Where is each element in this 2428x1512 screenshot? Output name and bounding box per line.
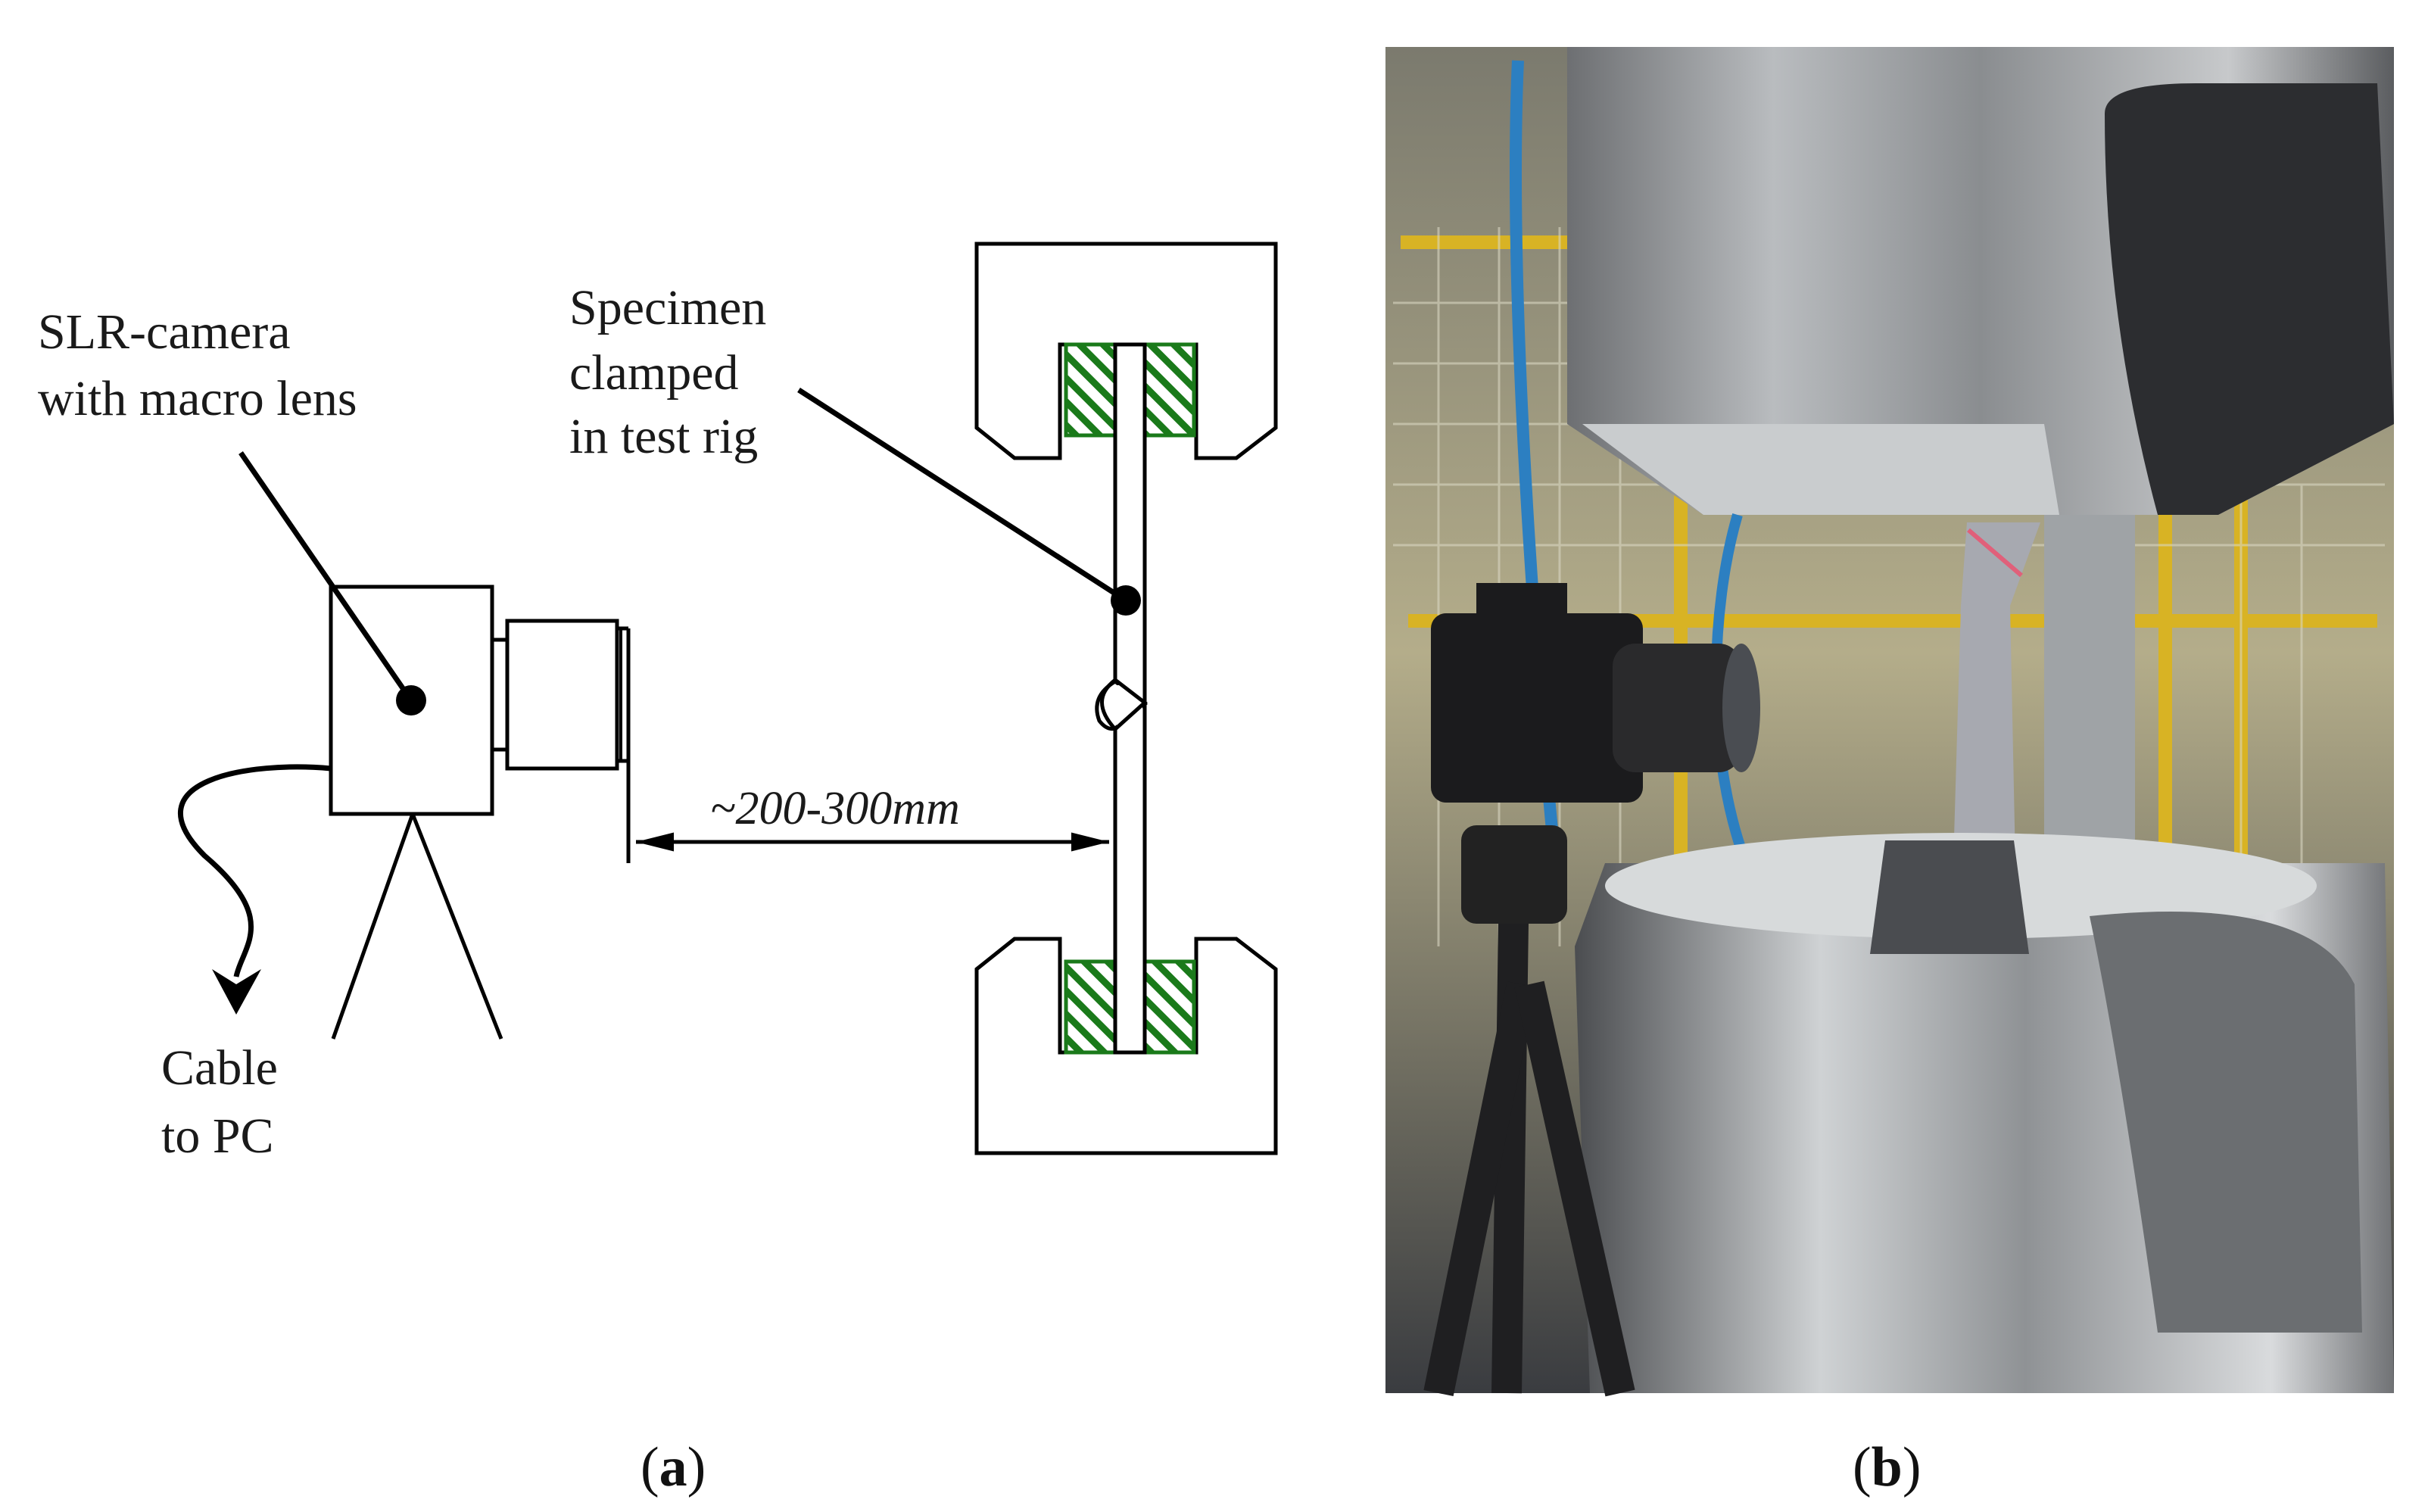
specimen-photo [1953,522,2040,863]
camera-photo-icon [1431,583,1760,803]
lower-clamp-right-hatch [1142,959,1196,1055]
tripod-photo-icon [1423,870,1635,1397]
specimen [1095,342,1149,1055]
caption-b: (b) [1853,1436,1921,1498]
caption-a: (a) [641,1436,706,1498]
specimen-label-2: clamped [569,345,739,401]
lower-clamp-left-hatch [1064,959,1117,1055]
camera-lens [505,619,619,771]
cable-label-2: to PC [161,1108,274,1164]
distance-label: ~200-300mm [710,783,960,834]
specimen-label-3: in test rig [569,409,758,464]
tripod-icon [331,813,503,1040]
camera-label-2: with macro lens [38,371,357,426]
upper-clamp-right-hatch [1142,342,1196,438]
upper-grip [974,242,1278,460]
lower-grip [974,937,1278,1155]
test-rig-photo-icon [1385,47,2394,1397]
camera-leader-line [238,451,413,702]
specimen-leader-line [797,388,1127,603]
upper-clamp-left-hatch [1064,342,1117,438]
camera-label: SLR-camera [38,304,291,360]
specimen-label: Specimen [569,280,766,335]
schematic-panel: SLR-camera with macro lens Specimen clam… [38,242,1278,1164]
cable-arrow-icon [212,969,261,1015]
cable-label: Cable [161,1040,278,1096]
cable-icon [178,764,332,977]
